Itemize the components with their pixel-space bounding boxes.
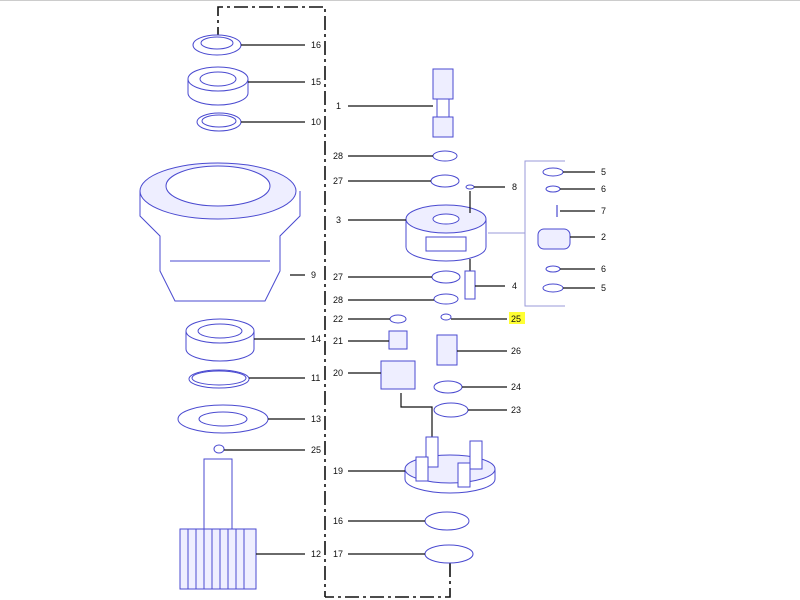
part-27-ring (430, 174, 460, 188)
part-13-washer (177, 404, 269, 434)
part-26-gear (436, 334, 458, 366)
callout-label[interactable]: 28 (333, 295, 343, 305)
part-5-washer-lower (542, 283, 564, 293)
part-23-ring (433, 402, 469, 418)
part-9-housing (139, 162, 301, 302)
part-28-snap-ring (432, 150, 458, 162)
callout-label[interactable]: 28 (333, 151, 343, 161)
callouts-far-right: 5 6 7 2 6 5 (601, 167, 606, 293)
part-17-ring (424, 544, 474, 564)
callout-label[interactable]: 5 (601, 283, 606, 293)
part-27-ring-lower (431, 270, 461, 284)
part-21-gear (388, 330, 408, 350)
part-25-plug (213, 444, 225, 454)
part-6-washer (545, 185, 561, 193)
part-6-washer-lower (545, 265, 561, 273)
callout-label[interactable]: 5 (601, 167, 606, 177)
leader-lines (224, 44, 595, 555)
part-19-carrier (404, 436, 496, 494)
callout-label[interactable]: 25 (311, 445, 321, 455)
callout-label[interactable]: 11 (311, 373, 320, 383)
callout-label[interactable]: 3 (336, 215, 341, 225)
part-2-planet-gear (537, 228, 571, 250)
part-11-ring (188, 369, 250, 389)
part-20-gear (380, 360, 416, 390)
callout-label[interactable]: 13 (311, 414, 321, 424)
callouts-left: 16 15 10 9 14 11 13 25 12 (311, 40, 321, 559)
part-12-pinion-shaft (179, 458, 257, 590)
callout-label[interactable]: 21 (333, 336, 343, 346)
part-1-shaft (432, 68, 454, 138)
part-8-pin (465, 184, 475, 190)
callout-label[interactable]: 26 (511, 346, 521, 356)
callout-label[interactable]: 16 (311, 40, 321, 50)
part-5-washer (542, 167, 564, 177)
part-4-pin (464, 270, 476, 300)
callout-label[interactable]: 27 (333, 272, 343, 282)
callout-label[interactable]: 23 (511, 405, 521, 415)
callout-label-highlighted[interactable]: 25 (511, 314, 521, 324)
callout-label[interactable]: 15 (311, 77, 321, 87)
part-25-plug-center (440, 313, 452, 321)
callout-label[interactable]: 7 (601, 206, 606, 216)
callout-label[interactable]: 8 (512, 182, 517, 192)
part-14-bearing (185, 318, 255, 362)
callout-label[interactable]: 9 (311, 270, 316, 280)
callout-label[interactable]: 6 (601, 264, 606, 274)
assembly-bracket (217, 6, 451, 598)
callout-label[interactable]: 16 (333, 516, 343, 526)
callout-label[interactable]: 2 (601, 232, 606, 242)
callout-label[interactable]: 4 (512, 281, 517, 291)
callout-label[interactable]: 24 (511, 382, 521, 392)
part-15-bearing (187, 66, 249, 106)
part-16-nut (192, 34, 242, 56)
subassembly-bracket (488, 160, 565, 307)
part-3-carrier (405, 204, 487, 262)
callout-label[interactable]: 10 (311, 117, 321, 127)
callout-label[interactable]: 19 (333, 466, 343, 476)
callout-label[interactable]: 1 (336, 101, 341, 111)
part-16-nut-lower (424, 511, 470, 531)
callout-highlight (509, 312, 525, 324)
gear-guide-line (400, 393, 433, 437)
callout-label[interactable]: 14 (311, 334, 321, 344)
part-24-ring (433, 380, 463, 394)
callout-label[interactable]: 12 (311, 549, 321, 559)
part-28-snap-ring-lower (433, 293, 459, 305)
part-22-washer (389, 314, 407, 324)
callouts-center: 1 28 27 3 27 28 22 21 20 19 16 17 (333, 101, 343, 559)
callout-label[interactable]: 17 (333, 549, 343, 559)
callout-label[interactable]: 22 (333, 314, 343, 324)
callout-label[interactable]: 27 (333, 176, 343, 186)
callout-label[interactable]: 6 (601, 184, 606, 194)
part-10-ring (196, 112, 242, 132)
callout-label[interactable]: 20 (333, 368, 343, 378)
callouts-center-right: 8 4 25 26 24 23 (511, 182, 521, 415)
